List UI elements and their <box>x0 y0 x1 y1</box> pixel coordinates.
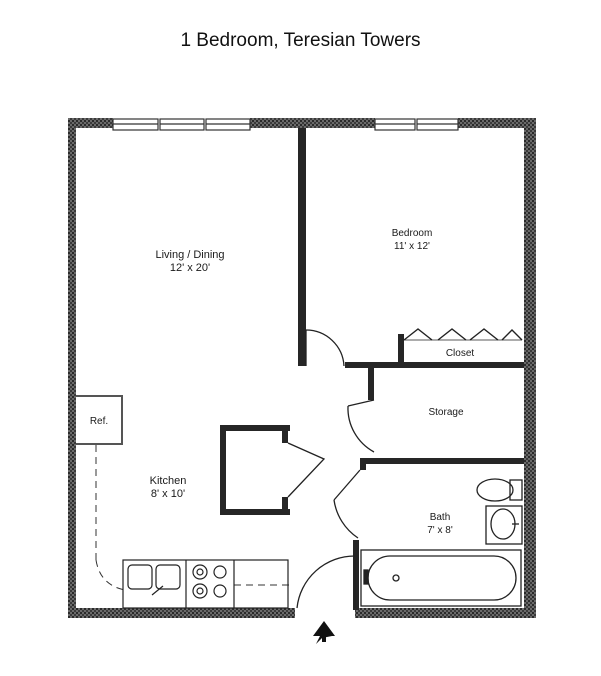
room-labels: Living / Dining 12' x 20' Bedroom 11' x … <box>90 228 475 536</box>
kitchen-label: Kitchen <box>150 475 187 487</box>
bathtub <box>360 549 522 607</box>
bath-label: Bath <box>430 512 451 523</box>
kitchen-sink <box>127 564 153 590</box>
entry-arrow-icon <box>313 621 335 644</box>
exterior-walls <box>68 118 536 618</box>
kitchen-counter <box>122 559 289 609</box>
bath-sink <box>485 505 523 545</box>
storage-label: Storage <box>428 407 463 418</box>
kitchen-dashed-lines <box>95 445 290 591</box>
hall-closet <box>220 425 326 515</box>
bath-fixtures <box>360 478 523 607</box>
toilet <box>476 478 523 502</box>
bedroom-size: 11' x 12' <box>394 241 430 252</box>
living-size: 12' x 20' <box>170 262 210 274</box>
closet-doors <box>403 328 523 341</box>
bath-size: 7' x 8' <box>427 525 453 536</box>
closet-label: Closet <box>446 348 475 359</box>
stove <box>192 564 227 599</box>
kitchen-size: 8' x 10' <box>151 488 185 500</box>
windows <box>112 118 459 131</box>
living-label: Living / Dining <box>155 249 224 261</box>
door-swings <box>296 329 375 609</box>
interior-walls <box>76 128 524 610</box>
ref-label: Ref. <box>90 416 108 427</box>
plan-title: 1 Bedroom, Teresian Towers <box>180 30 421 51</box>
bedroom-label: Bedroom <box>392 228 433 239</box>
